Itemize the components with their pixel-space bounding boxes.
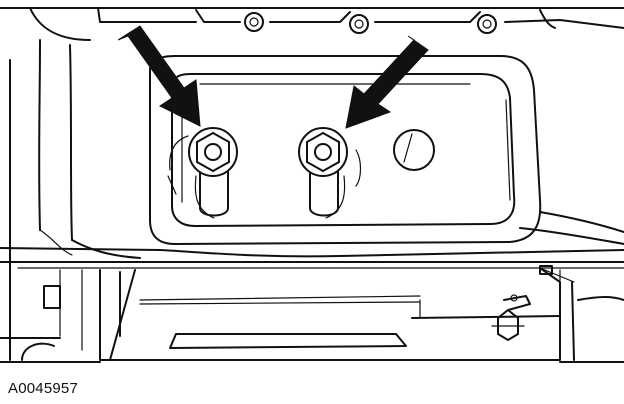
indicator-arrow-icon (345, 35, 429, 129)
right-bolt (298, 127, 362, 219)
horizontal-rails (0, 211, 624, 269)
figure-code-label: A0045957 (8, 380, 79, 397)
top-nut-left (244, 12, 264, 32)
left-bolt (167, 127, 238, 219)
top-nut-middle (349, 14, 369, 34)
hex-bolt-icon (306, 131, 340, 173)
left-window (43, 285, 61, 309)
lower-tray (99, 265, 575, 361)
arrow-left (117, 25, 201, 127)
bottom-base (0, 269, 624, 363)
access-hole (393, 129, 435, 171)
top-frame (0, 7, 624, 41)
left-structure (9, 39, 141, 361)
connector-clip (491, 294, 531, 341)
arrow-right (345, 35, 429, 129)
indicator-arrow-icon (117, 25, 201, 127)
top-nut-right (477, 14, 497, 34)
hex-bolt-icon (196, 131, 230, 173)
